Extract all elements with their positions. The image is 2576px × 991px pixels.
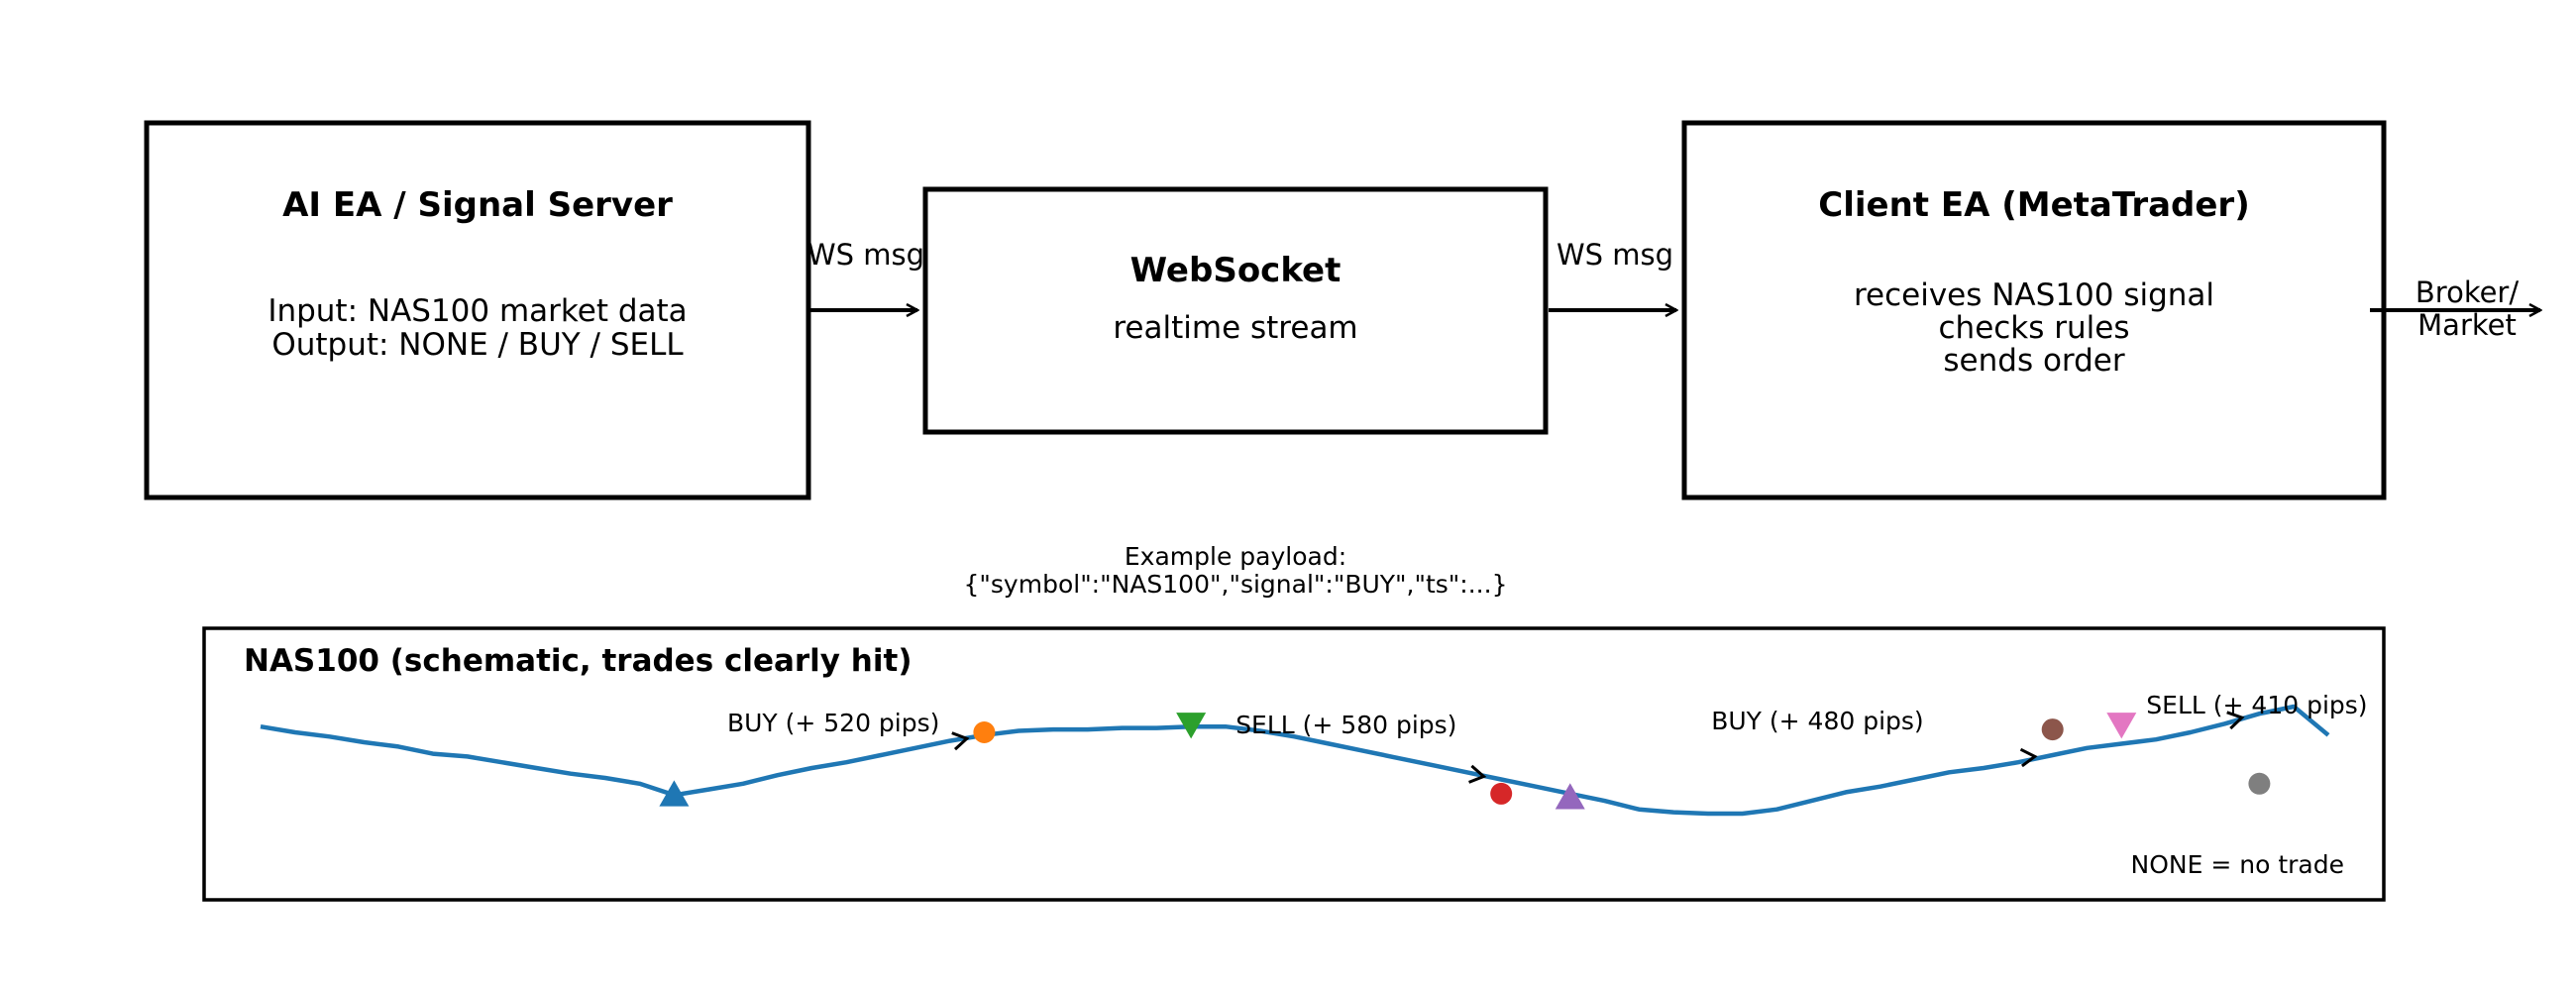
client-ea-box-frame <box>1681 120 2387 500</box>
payload-example: {"symbol":"NAS100","signal":"BUY","ts":.… <box>964 570 1508 599</box>
sell-entry-marker <box>2106 713 2137 739</box>
arrow-server-to-websocket-label: WS msg <box>807 238 924 272</box>
price-line <box>260 704 2330 817</box>
client-ea-box: Client EA (MetaTrader) receives NAS100 s… <box>1681 120 2387 500</box>
websocket-subtitle: realtime stream <box>1113 310 1357 346</box>
buy-entry-marker <box>1555 783 1585 810</box>
signal-server-input-line: Input: NAS100 market data <box>268 293 687 329</box>
trade-annotation: BUY (+ 520 pips) <box>727 709 939 737</box>
nas100-chart: NAS100 (schematic, trades clearly hit) B… <box>202 626 2386 902</box>
trade-annotation: BUY (+ 480 pips) <box>1711 707 1923 735</box>
arrow-websocket-to-client: WS msg <box>1549 238 1676 310</box>
buy-entry-marker <box>659 780 690 807</box>
client-ea-line-receive: receives NAS100 signal <box>1854 277 2214 313</box>
chart-marks: BUY (+ 520 pips) SELL (+ 580 pips) BUY (+ … <box>260 691 2368 817</box>
signal-server-title: AI EA / Signal Server <box>282 185 673 225</box>
trade-exit-marker <box>1490 782 1513 805</box>
signal-server-output-line: Output: NONE / BUY / SELL <box>271 327 684 363</box>
client-ea-title: Client EA (MetaTrader) <box>1818 185 2250 225</box>
client-ea-line-order: sends order <box>1943 343 2124 379</box>
websocket-box-frame <box>922 186 1549 435</box>
arrow-server-to-websocket: WS msg <box>807 238 924 310</box>
trade-annotation: SELL (+ 580 pips) <box>1235 711 1456 739</box>
sell-entry-marker <box>1176 713 1207 739</box>
websocket-title: WebSocket <box>1130 251 1342 290</box>
payload-caption: Example payload: <box>1125 542 1346 571</box>
chart-title: NAS100 (schematic, trades clearly hit) <box>244 643 912 679</box>
trade-arrowhead <box>2019 747 2038 768</box>
signal-server-box: AI EA / Signal Server Input: NAS100 mark… <box>144 120 811 500</box>
trade-exit-marker <box>2041 718 2064 741</box>
trade-arrowhead <box>1468 764 1487 784</box>
trade-exit-marker <box>2248 772 2271 795</box>
chart-note: NONE = no trade <box>2131 850 2344 879</box>
client-ea-line-rules: checks rules <box>1939 310 2130 346</box>
trade-exit-marker <box>973 721 996 743</box>
broker-label-line-2: Market <box>2417 308 2517 342</box>
signal-server-box-frame <box>144 120 811 500</box>
trade-arrowhead <box>2226 711 2245 730</box>
arrow-client-to-broker: Broker/ Market <box>2370 275 2540 342</box>
websocket-box: WebSocket realtime stream <box>922 186 1549 435</box>
trade-arrowhead <box>951 731 970 751</box>
arrow-websocket-to-client-label: WS msg <box>1556 238 1673 272</box>
broker-label-line-1: Broker/ <box>2415 275 2519 309</box>
trade-annotation: SELL (+ 410 pips) <box>2146 691 2367 719</box>
